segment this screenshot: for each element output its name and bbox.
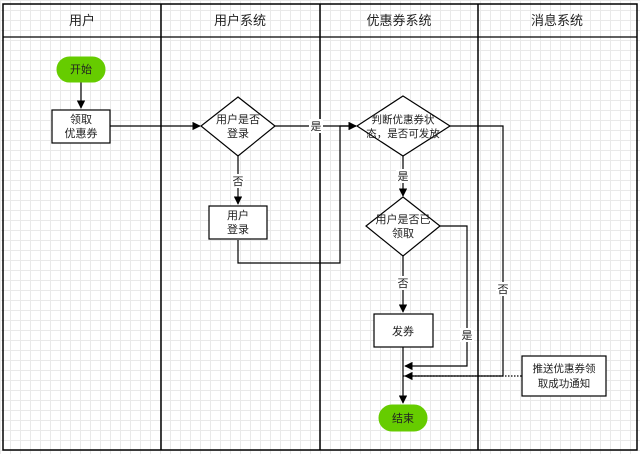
notify-line1: 推送优惠券领: [533, 362, 596, 375]
edge-label-issue-yes: 是: [398, 170, 409, 183]
lane-title-user-system: 用户系统: [214, 13, 266, 29]
issue-check-diamond: [355, 95, 452, 157]
end-label: 结束: [392, 412, 414, 425]
edge-received-yes: [404, 225, 468, 371]
login-check-line2: 登录: [227, 126, 249, 140]
login-check-diamond: [200, 96, 276, 157]
issue-check-line1: 判断优惠券状: [372, 113, 435, 126]
lane-title-user: 用户: [69, 13, 95, 29]
label-bg-login-yes: [309, 119, 323, 133]
received-check-line2: 领取: [392, 227, 414, 240]
issue-coupon-box: [373, 313, 434, 348]
lane-title-coupon-system: 优惠券系统: [366, 13, 431, 29]
edge-label-login-no: 否: [233, 175, 244, 188]
edge-label-received-no: 否: [398, 277, 409, 290]
label-bg-received-yes: [460, 328, 474, 342]
start-terminal: [56, 56, 106, 83]
received-check-diamond: [365, 196, 441, 257]
edge-user-login-return: [237, 121, 357, 264]
user-login-line2: 登录: [227, 222, 249, 236]
user-login-line1: 用户: [227, 208, 249, 222]
lane-title-message-system: 消息系统: [531, 13, 583, 29]
login-check-line1: 用户是否: [216, 112, 260, 126]
edge-label-received-yes: 是: [462, 329, 473, 342]
notify-line2: 取成功通知: [538, 377, 591, 390]
user-login-box: [208, 205, 268, 240]
issue-coupon-label: 发券: [392, 324, 414, 338]
label-bg-login-no: [231, 174, 245, 188]
issue-check-line2: 态，是否可发放: [366, 127, 440, 140]
start-label: 开始: [70, 62, 92, 76]
end-terminal: [378, 404, 428, 432]
label-bg-received-no: [396, 276, 410, 290]
notify-box: [521, 355, 607, 397]
received-check-line1: 用户是否已: [376, 212, 431, 226]
receive-coupon-box: [51, 109, 111, 144]
edge-label-issue-no: 否: [498, 283, 509, 296]
label-bg-issue-no: [496, 282, 510, 296]
edge-label-login-yes: 是: [311, 120, 322, 133]
receive-coupon-line1: 领取: [70, 113, 92, 126]
label-bg-issue-yes: [396, 169, 410, 183]
receive-coupon-line2: 优惠券: [65, 126, 98, 140]
